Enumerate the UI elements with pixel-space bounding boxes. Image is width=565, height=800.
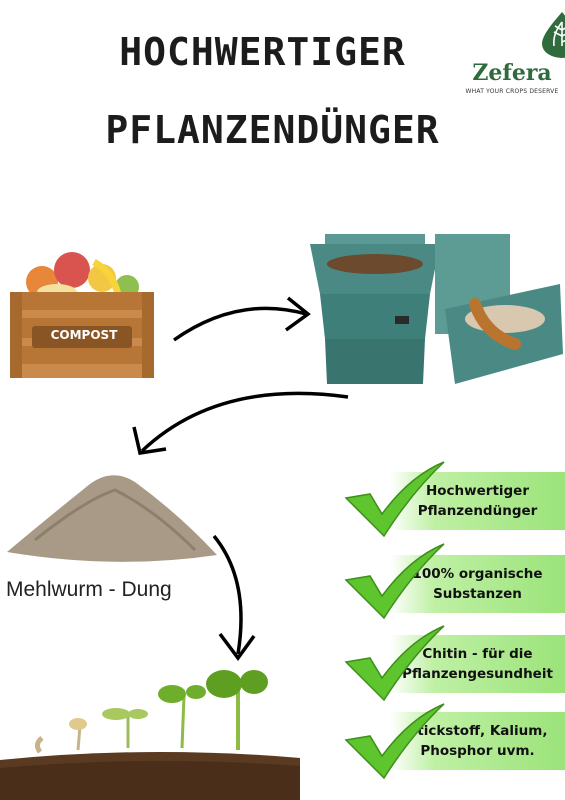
title-line-2: PFLANZENDÜNGER [105, 108, 440, 152]
benefit-label-4: Stickstoff, Kalium, Phosphor uvm. [407, 723, 548, 759]
benefit-label-1: Hochwertiger Pflanzendünger [417, 483, 538, 519]
mealworm-dung-pile [7, 475, 217, 562]
worm-farm-bins-illustration [310, 234, 563, 384]
dung-caption: Mehlwurm - Dung [6, 578, 172, 601]
checkmark-icon [344, 461, 445, 538]
arrow-to-worm-bin [172, 296, 311, 342]
title-line-1: HOCHWERTIGER [119, 30, 406, 74]
checkmark-icon [344, 625, 445, 702]
compost-label: COMPOST [50, 328, 118, 342]
checkmark-icon [344, 543, 445, 620]
benefit-label-3: Chitin - für die Pflanzengesundheit [402, 646, 553, 682]
compost-crate-illustration [10, 252, 154, 378]
arrow-to-dung-pile [132, 391, 349, 455]
benefit-label-2: 100% organische Substanzen [412, 566, 543, 602]
arrow-to-seedlings [212, 534, 256, 661]
logo-tagline: WHAT YOUR CROPS DESERVE [465, 88, 559, 95]
zefera-logo: Zefera WHAT YOUR CROPS DESERVE [462, 10, 565, 105]
seedlings-growth-illustration [0, 670, 300, 800]
benefit-item-4: Stickstoff, Kalium, Phosphor uvm. [390, 712, 565, 770]
logo-name: Zefera [472, 60, 552, 86]
leaf-drop-icon [542, 12, 565, 58]
checkmark-icon [344, 703, 445, 780]
